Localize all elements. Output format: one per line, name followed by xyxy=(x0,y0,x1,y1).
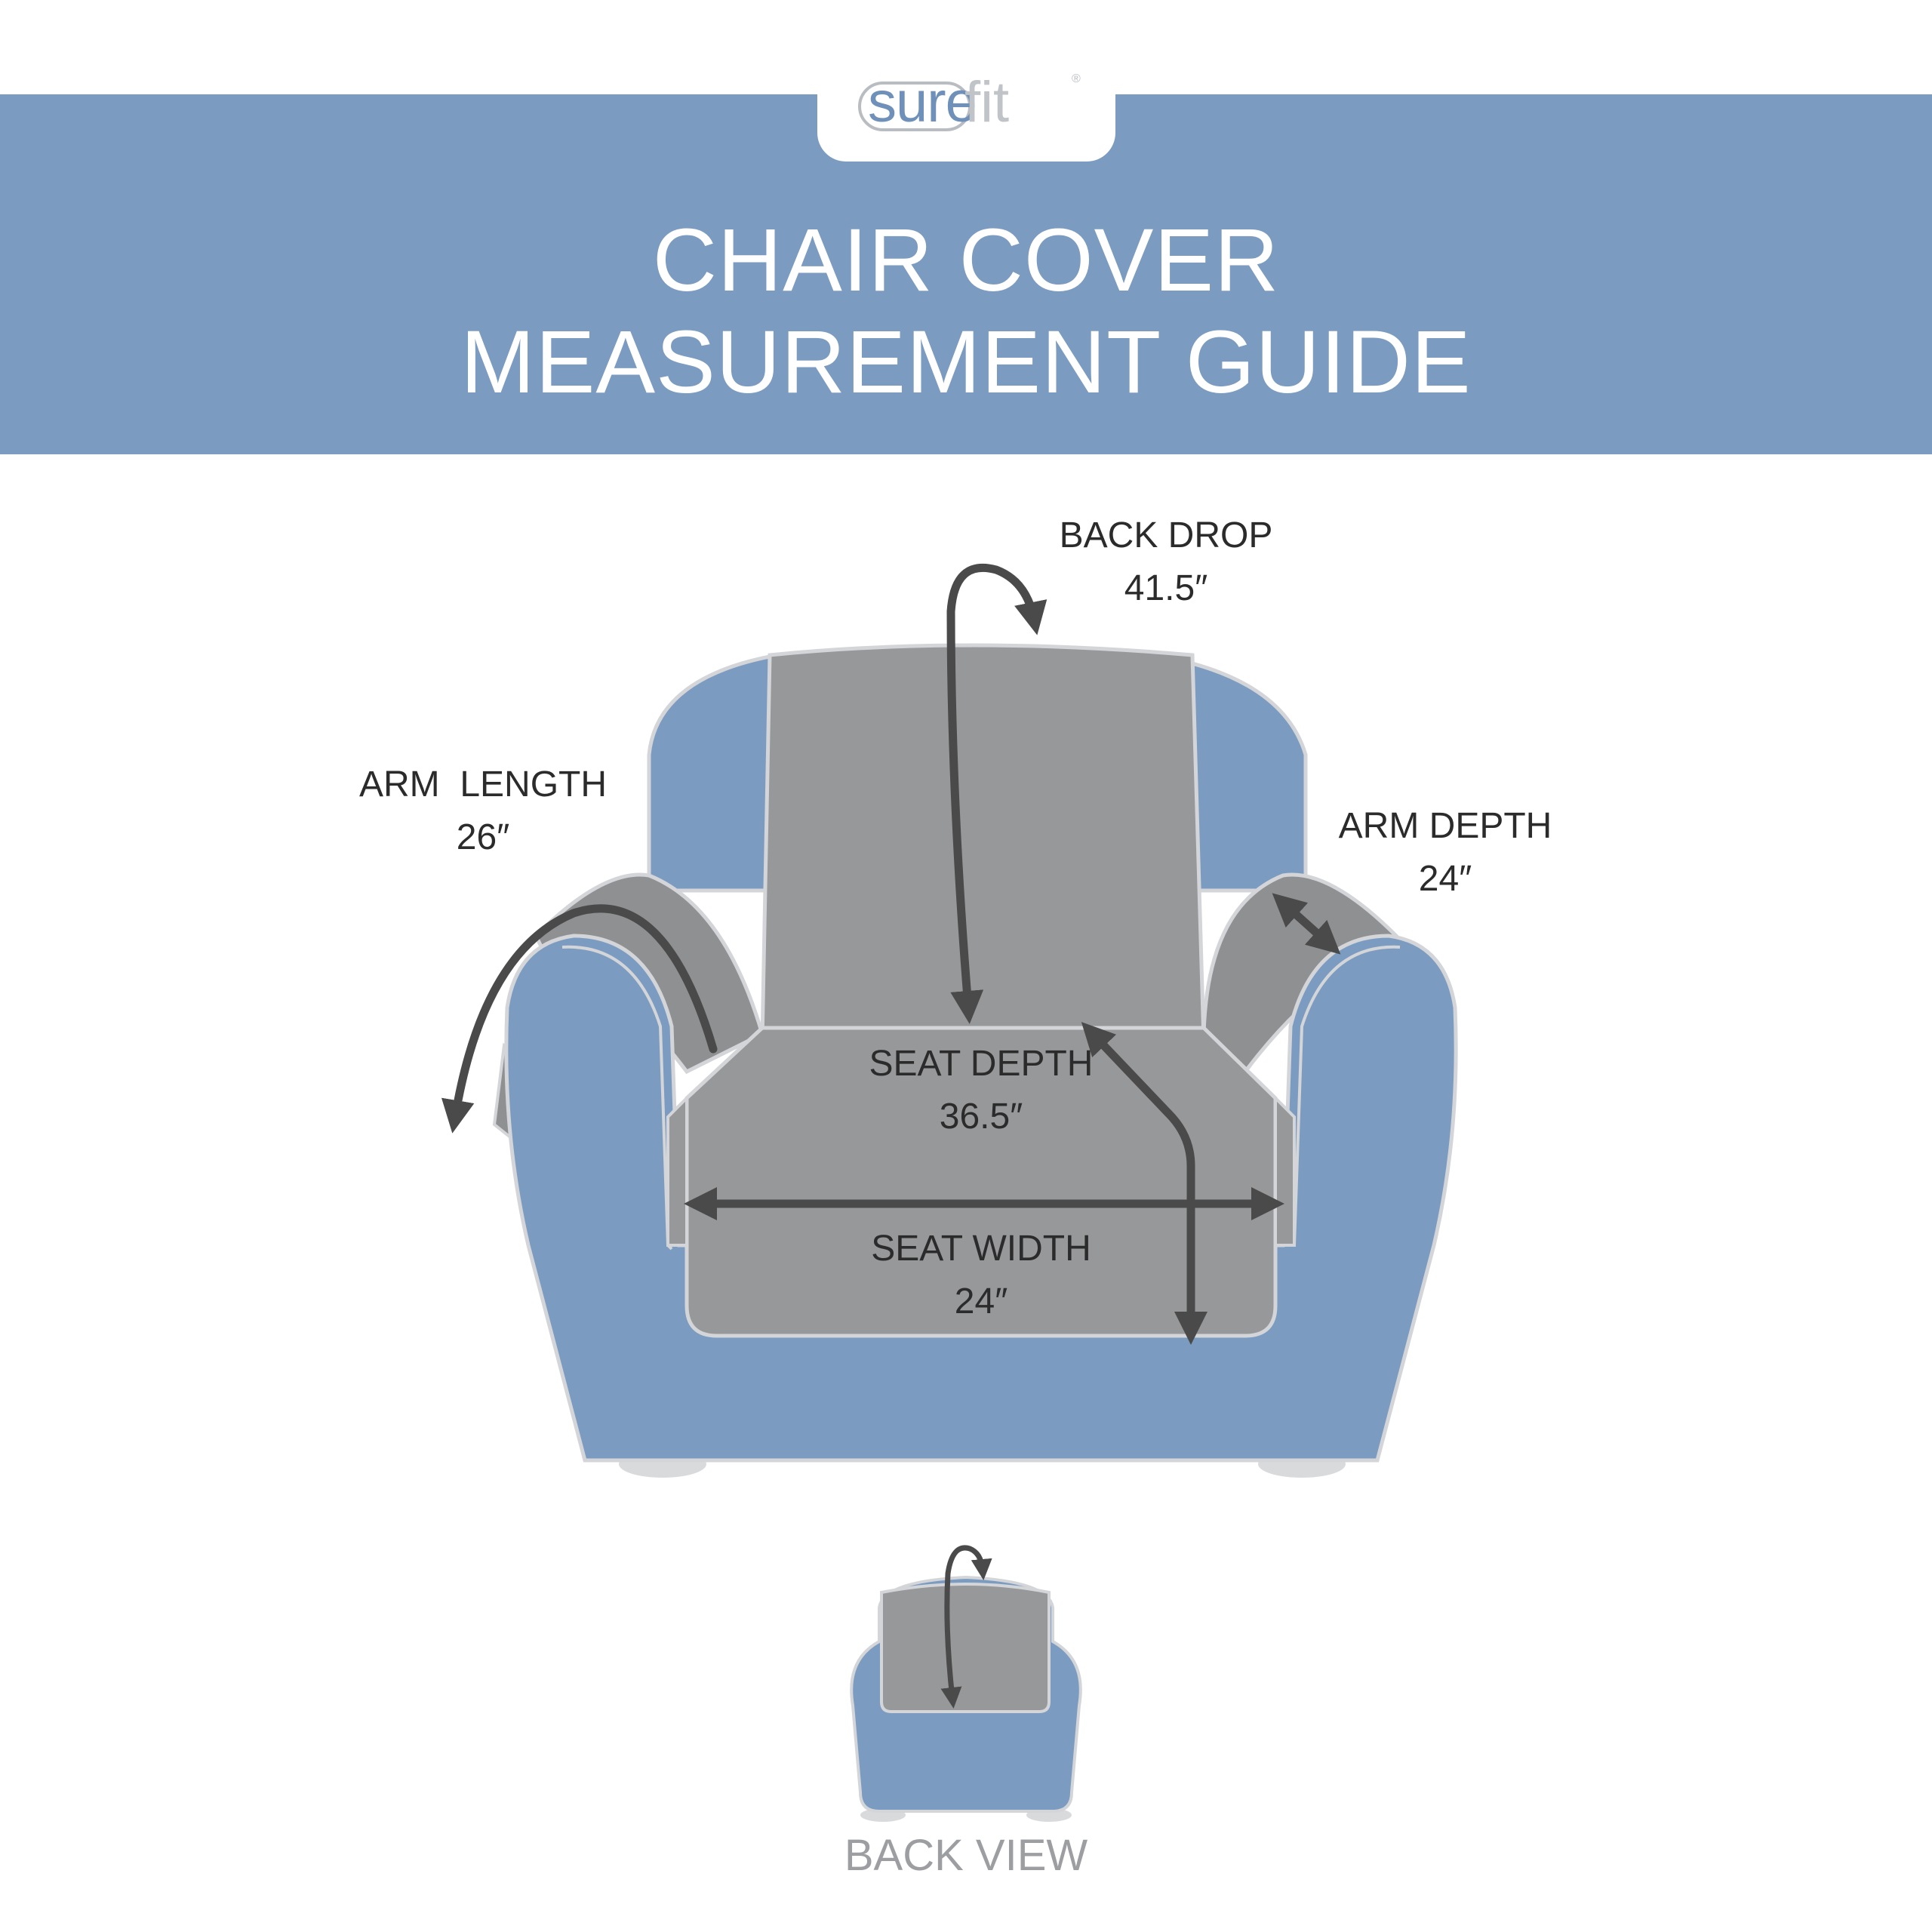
arm-length-arrow xyxy=(441,904,718,1134)
seat-width-value: 24″ xyxy=(954,1281,1008,1321)
seat-depth-label: SEAT DEPTH 36.5″ xyxy=(860,1038,1102,1143)
registered-mark: ® xyxy=(1072,72,1081,85)
seat-skirt-right xyxy=(1274,1094,1296,1247)
back-drop-arrow xyxy=(946,563,1048,1024)
arm-length-value: 26″ xyxy=(456,817,510,857)
page-title-line1: CHAIR COVER xyxy=(652,211,1280,310)
seat-width-title: SEAT WIDTH xyxy=(871,1229,1091,1269)
logo-outline xyxy=(858,82,971,131)
arm-length-label: ARM LENGTH 26″ xyxy=(355,758,611,864)
back-view-label: BACK VIEW xyxy=(844,1831,1088,1880)
back-view-drop-arrow xyxy=(940,1545,992,1709)
arm-depth-label: ARM DEPTH 24″ xyxy=(1332,800,1558,906)
arm-length-title: ARM LENGTH xyxy=(358,764,608,804)
arm-depth-value: 24″ xyxy=(1418,859,1472,899)
seat-depth-value: 36.5″ xyxy=(939,1097,1023,1137)
arm-depth-title: ARM DEPTH xyxy=(1338,806,1552,846)
page-title-line2: MEASUREMENT GUIDE xyxy=(460,312,1472,412)
back-drop-title: BACK DROP xyxy=(1059,515,1273,555)
arm-outline-left xyxy=(561,945,673,1251)
chair-back-view xyxy=(850,1575,1082,1822)
brand-logo-sure: sure xyxy=(868,70,977,134)
seat-width-label: SEAT WIDTH 24″ xyxy=(857,1223,1106,1328)
seat-skirt-left xyxy=(666,1094,688,1247)
back-view-cover xyxy=(880,1583,1051,1713)
back-drop-label: BACK DROP 41.5″ xyxy=(1041,509,1291,615)
back-cover-panel xyxy=(760,643,1206,1044)
seat-depth-arrow xyxy=(1081,1022,1208,1345)
seat-depth-title: SEAT DEPTH xyxy=(869,1044,1094,1084)
brand-logo-fit: fit xyxy=(964,70,1010,134)
back-drop-value: 41.5″ xyxy=(1124,568,1208,608)
arm-depth-arrow xyxy=(1272,893,1341,955)
arm-outline-right xyxy=(1293,945,1401,1246)
